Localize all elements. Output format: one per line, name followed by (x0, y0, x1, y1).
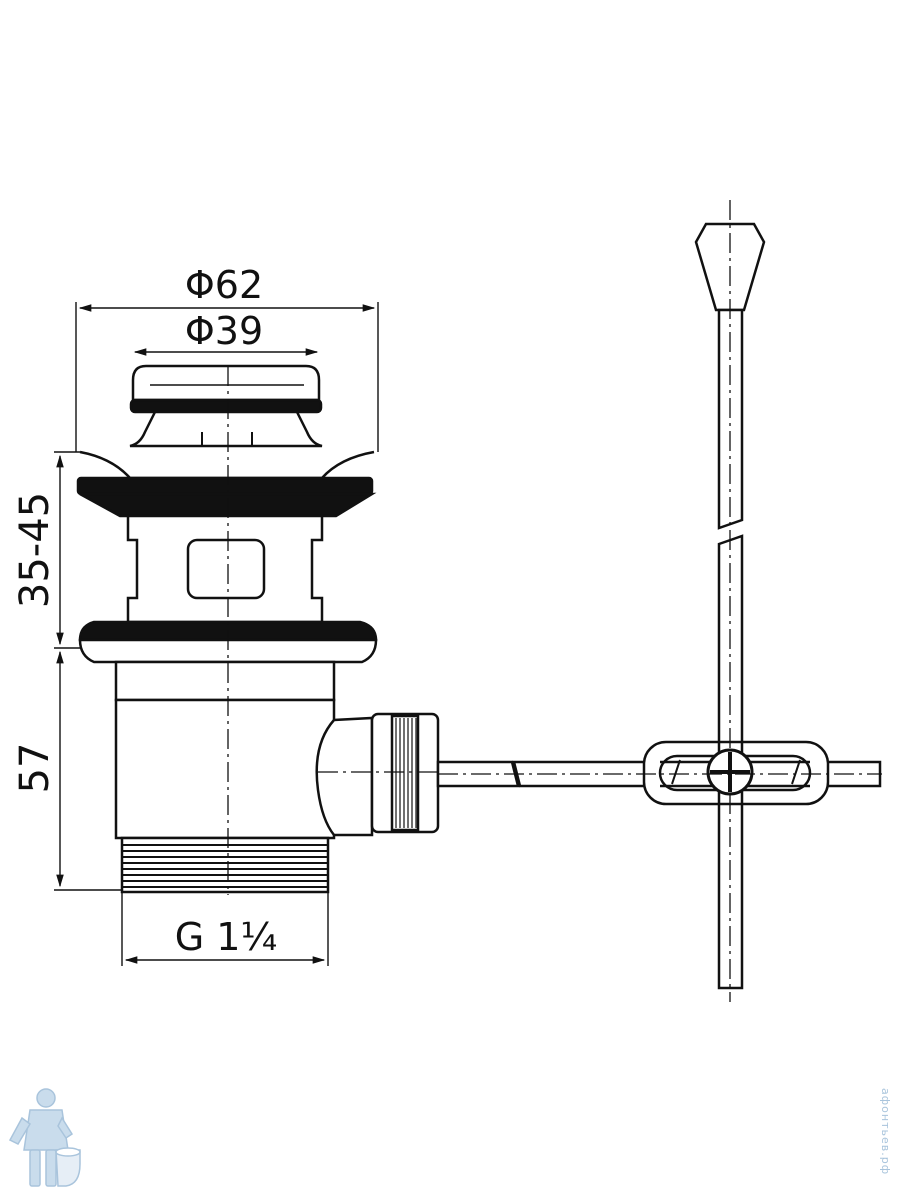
plug-cap (131, 364, 321, 402)
plug-seal (129, 398, 323, 414)
body-window (186, 538, 266, 600)
label-thread: G 1¼ (175, 915, 278, 959)
vertical-rod-upper (717, 308, 744, 530)
label-inner-diameter: Φ39 (185, 309, 263, 353)
label-body-height: 57 (12, 743, 58, 794)
plug-stem-collar (129, 410, 323, 448)
waste-valve (76, 364, 440, 894)
thread-lines (122, 844, 328, 888)
top-washer (76, 476, 374, 496)
main-body (114, 660, 336, 702)
control-linkage (436, 222, 882, 990)
side-outlet (315, 716, 374, 837)
top-flange (79, 450, 375, 480)
label-height-range: 35-45 (12, 492, 58, 608)
lower-nut (78, 638, 378, 664)
threaded-tail (120, 836, 330, 894)
watermark-logo (8, 1088, 81, 1187)
label-outer-diameter: Φ62 (185, 263, 263, 307)
watermark-site-name: афонтьев.рф (879, 1088, 892, 1176)
